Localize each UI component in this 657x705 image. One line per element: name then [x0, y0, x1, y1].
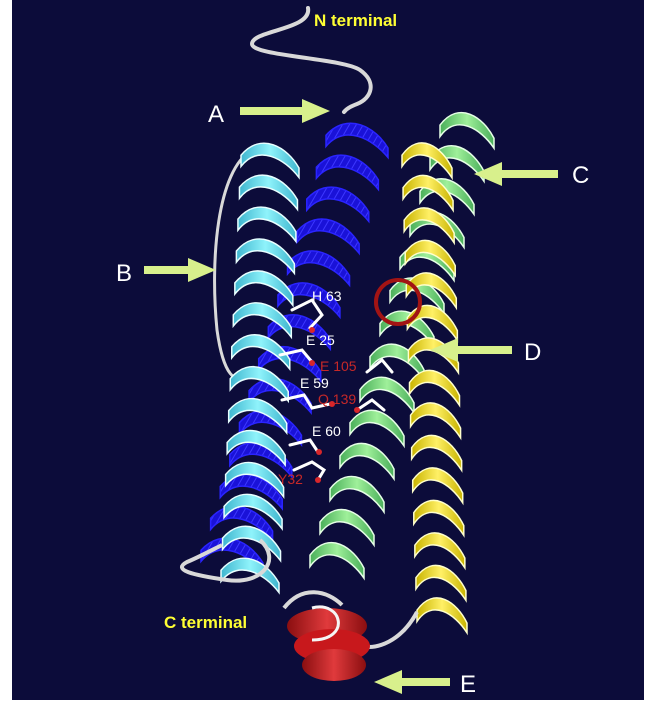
- residue-e60: E 60: [312, 423, 341, 439]
- residue-e59: E 59: [300, 375, 329, 391]
- residue-y32: Y32: [278, 471, 303, 487]
- protein-structure-figure: H 63 E 25 E 105 E 59 Q 139 E 60 Y32 N te…: [12, 0, 644, 700]
- helix-label-e: E: [460, 671, 476, 698]
- residue-h63: H 63: [312, 288, 342, 304]
- helix-label-d: D: [524, 339, 541, 366]
- n-terminal-label: N terminal: [314, 11, 397, 30]
- residue-q139: Q 139: [318, 391, 356, 407]
- helix-label-a: A: [208, 101, 224, 128]
- helix-label-c: C: [572, 162, 589, 189]
- helix-label-b: B: [116, 260, 132, 287]
- residue-e25: E 25: [306, 332, 335, 348]
- residue-e105: E 105: [320, 358, 357, 374]
- c-terminal-label: C terminal: [164, 613, 247, 632]
